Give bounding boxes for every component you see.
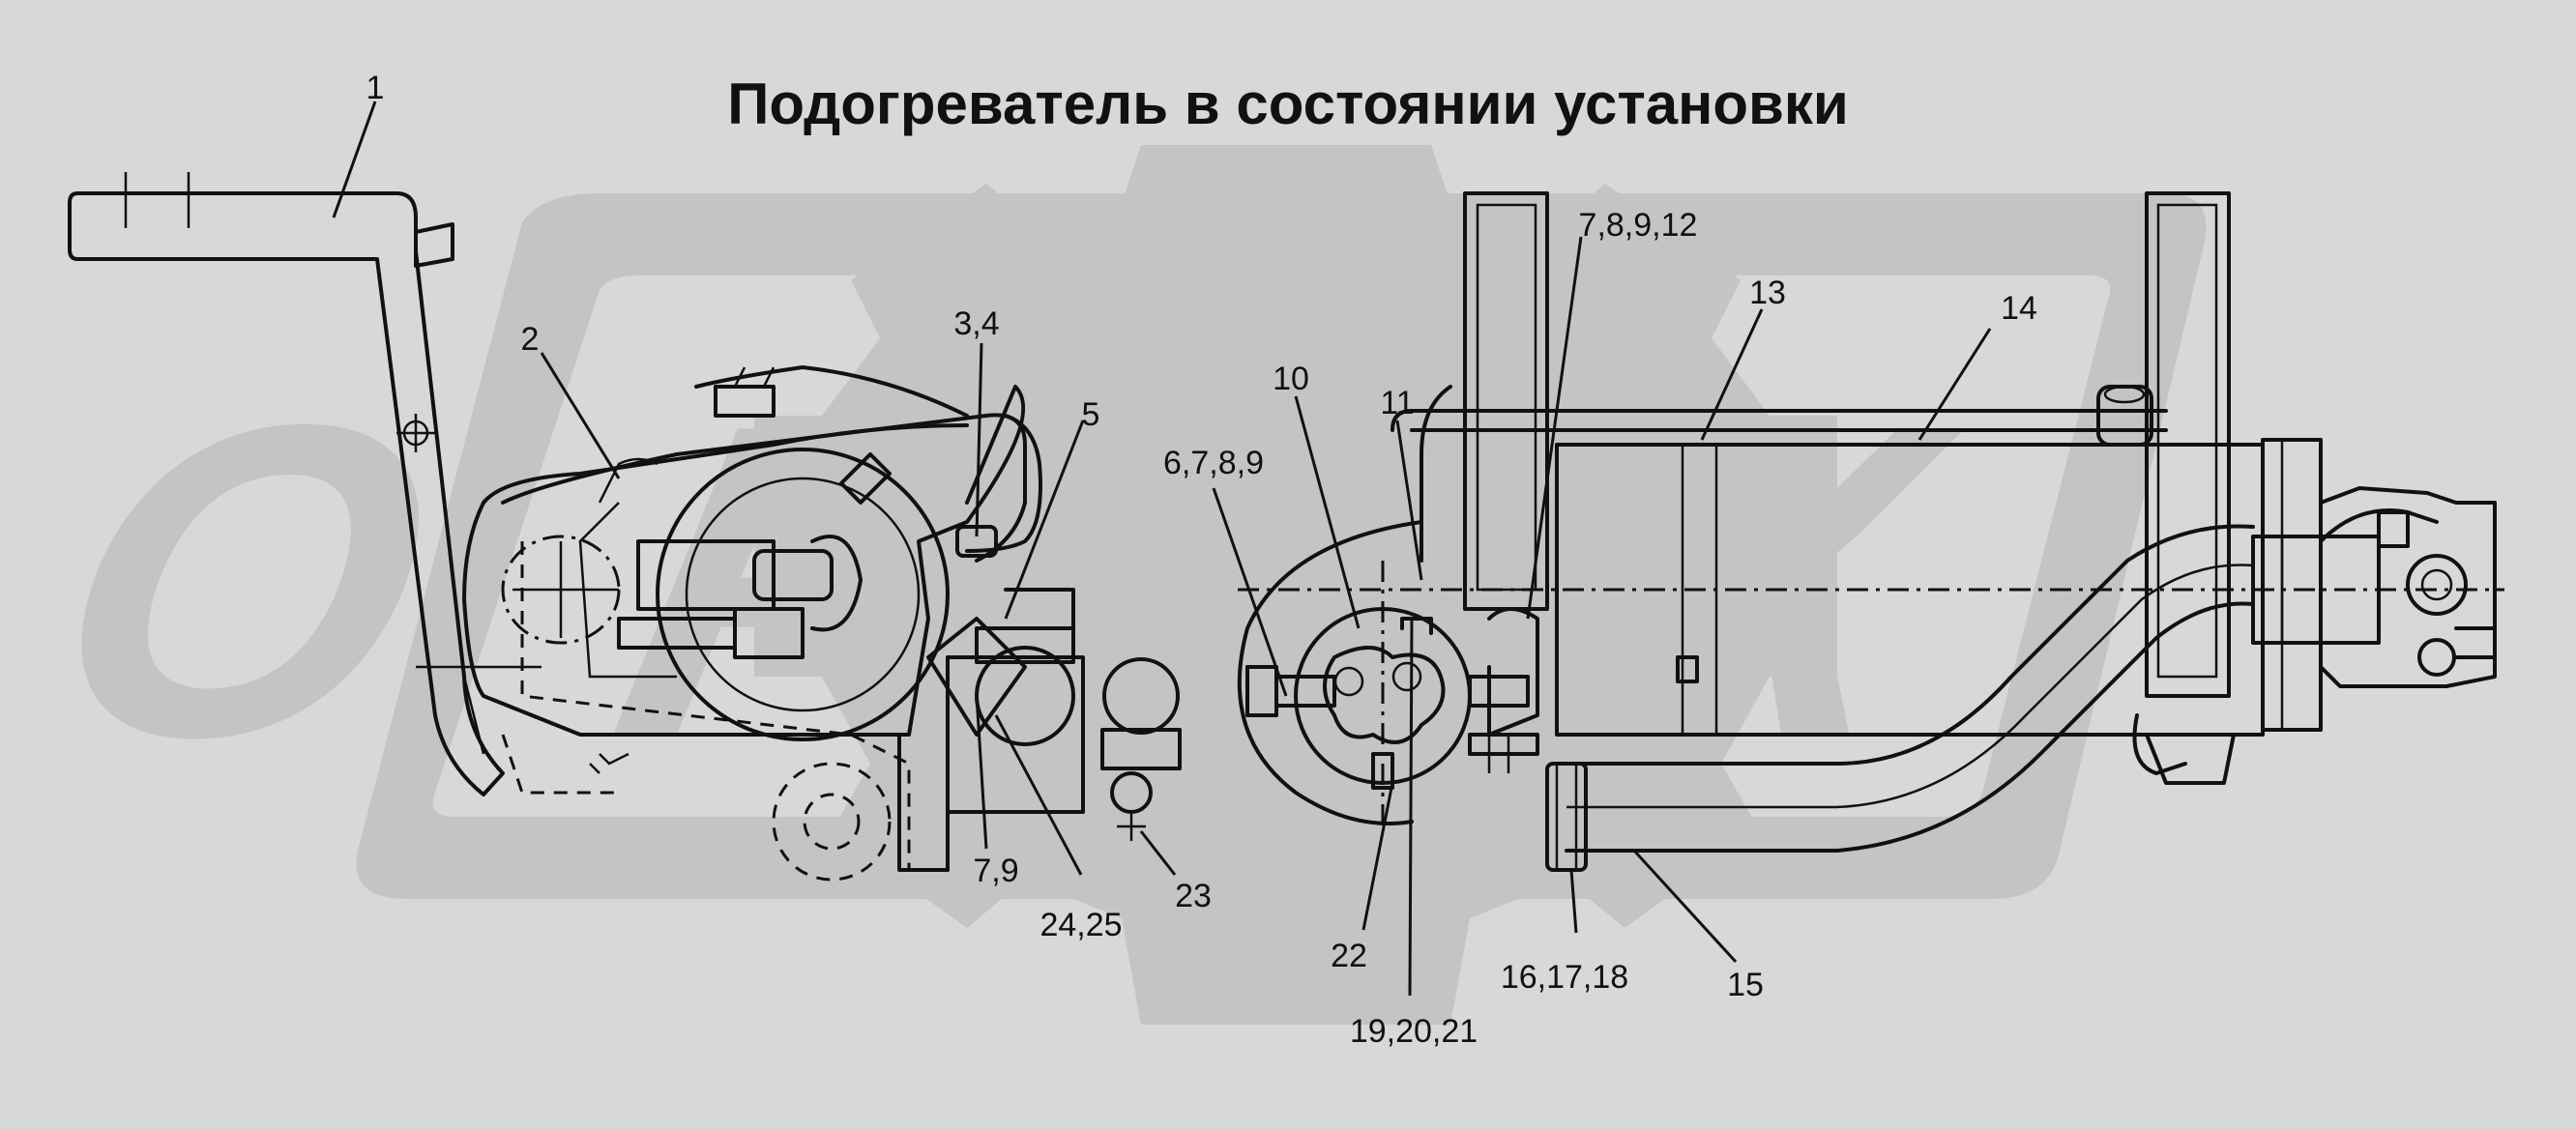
callout-15: 15 [1727, 967, 1764, 1003]
callout-13: 13 [1749, 275, 1786, 311]
callout-7-8-9-12: 7,8,9,12 [1579, 207, 1698, 244]
callout-7-9: 7,9 [973, 853, 1018, 889]
leader-lines [332, 101, 1992, 997]
callout-2: 2 [521, 321, 540, 358]
silencer-tank [1390, 385, 2323, 785]
callout-24-25: 24,25 [1039, 907, 1122, 943]
callout-6-7-8-9: 6,7,8,9 [1163, 445, 1264, 481]
watermark-frame [356, 193, 2207, 899]
callout-labels: 1 2 3,4 5 6,7,8,9 10 11 7,8,9,12 13 14 7… [366, 70, 2037, 1050]
heater-body [462, 365, 1182, 882]
callout-14: 14 [2001, 290, 2037, 327]
callout-11: 11 [1380, 385, 1414, 421]
callout-5: 5 [1082, 396, 1100, 433]
callout-16-17-18: 16,17,18 [1501, 959, 1628, 996]
callout-19-20-21: 19,20,21 [1350, 1013, 1478, 1050]
mounting-bracket [68, 172, 542, 796]
mounting-straps [1463, 191, 2231, 698]
callout-10: 10 [1273, 361, 1309, 397]
callout-22: 22 [1331, 938, 1367, 974]
watermark-gear [754, 145, 1837, 1025]
right-fitting [2251, 486, 2497, 688]
watermark: ОРТК [17, 145, 2207, 1025]
callout-1: 1 [366, 70, 385, 106]
callout-23: 23 [1175, 878, 1212, 914]
callout-3-4: 3,4 [953, 305, 999, 342]
exhaust-pipe [1545, 524, 2255, 872]
exhaust-connection [1237, 385, 2504, 831]
page-title: Подогреватель в состоянии установки [727, 72, 1849, 136]
